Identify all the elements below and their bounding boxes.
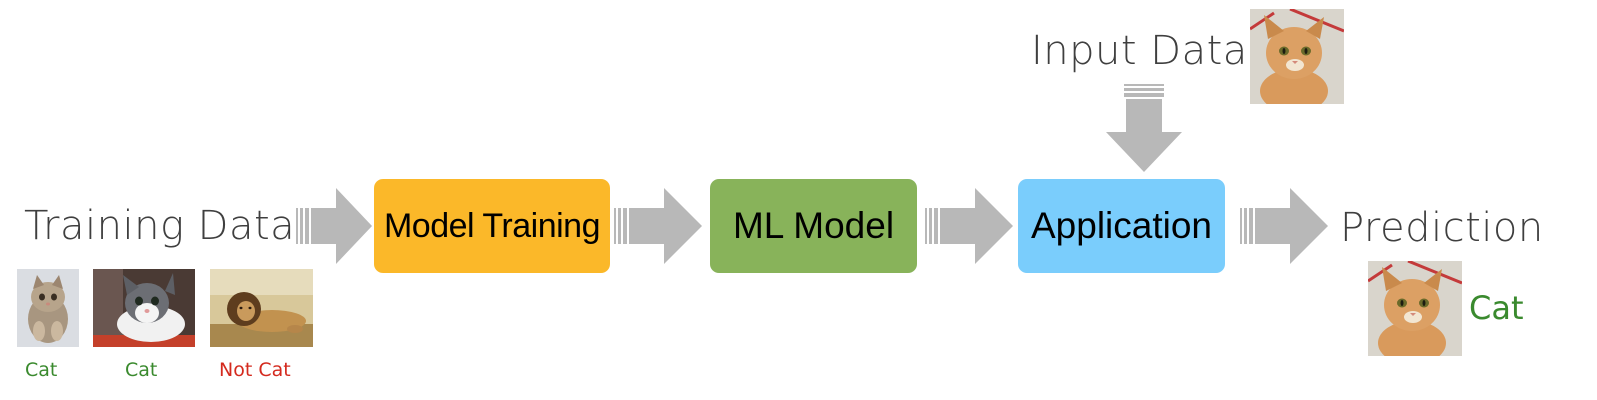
prediction-label: Cat [1469, 289, 1524, 327]
application-box: Application [1018, 179, 1225, 273]
fluffy-kitten-photo [17, 269, 79, 347]
arrow-right-icon [296, 188, 372, 264]
arrow-down-icon [1106, 84, 1182, 172]
lion-photo [210, 269, 313, 347]
input-data-title: Input Data [1031, 28, 1248, 74]
ml-model-label: ML Model [732, 205, 895, 246]
prediction-cat-photo [1368, 261, 1462, 356]
arrow-right-icon [614, 188, 702, 264]
ml-model-box: ML Model [710, 179, 917, 273]
training-sample-label: Cat [125, 359, 158, 381]
gray-white-kitten-photo [93, 269, 195, 347]
prediction-title: Prediction [1340, 205, 1544, 251]
application-label: Application [1030, 205, 1212, 246]
arrow-right-icon [925, 188, 1013, 264]
model-training-label: Model Training [383, 206, 601, 245]
training-sample-label: Not Cat [219, 359, 291, 381]
arrow-right-icon [1240, 188, 1328, 264]
input-cat-photo [1250, 9, 1344, 104]
model-training-box: Model Training [374, 179, 610, 273]
training-data-title: Training Data [24, 203, 296, 249]
training-sample-label: Cat [25, 359, 58, 381]
